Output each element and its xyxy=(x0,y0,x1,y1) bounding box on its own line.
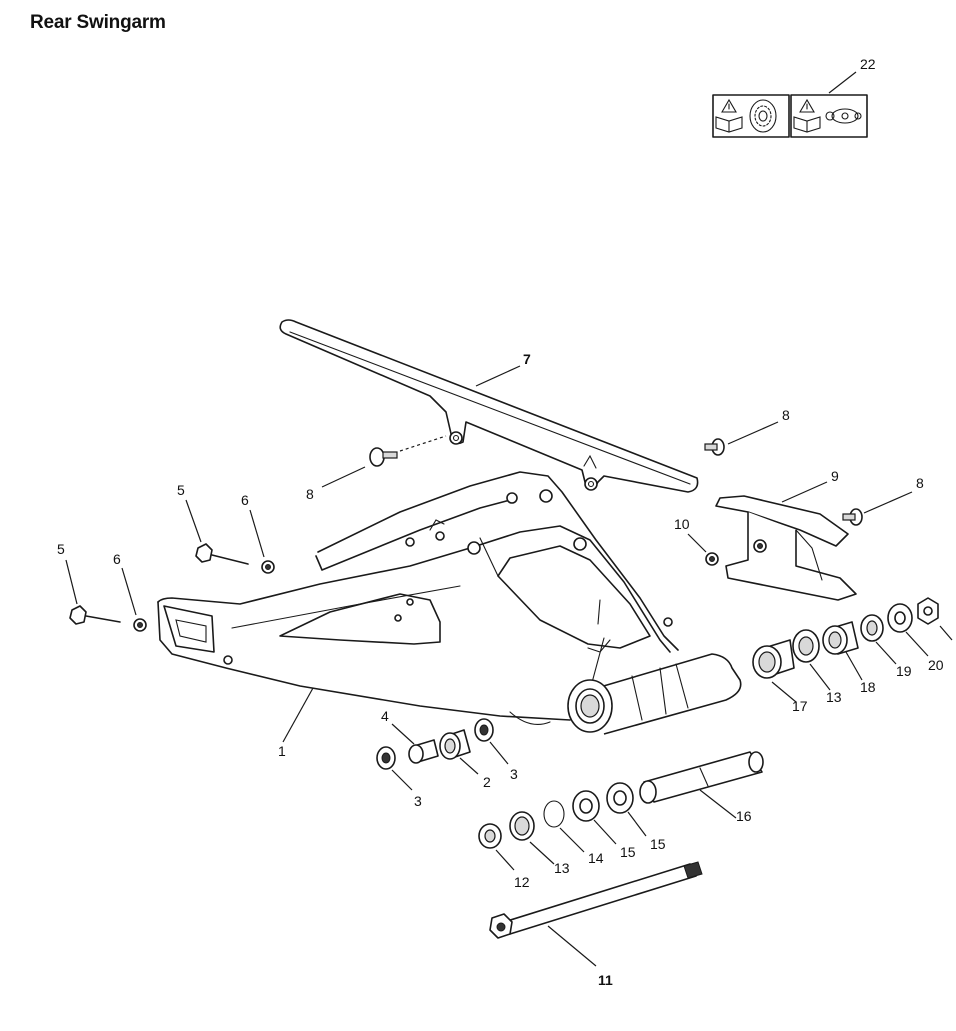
callout-10: 10 xyxy=(674,516,690,532)
seal-part-13-lower xyxy=(509,811,555,865)
seal-part-13-right xyxy=(792,629,831,691)
callout-15-b: 15 xyxy=(650,836,666,852)
warning-label-part-22 xyxy=(712,71,868,138)
pivot-shaft-part-11 xyxy=(489,861,703,967)
bushing-part-18 xyxy=(822,621,863,681)
bolt-part-8-c xyxy=(842,491,913,526)
nut-part-6-lower xyxy=(121,567,147,632)
seal-part-3-upper xyxy=(474,718,509,765)
callout-12: 12 xyxy=(514,874,530,890)
callout-8-middle: 8 xyxy=(782,407,790,423)
bushing-part-17 xyxy=(752,639,797,703)
callout-20: 20 xyxy=(928,657,944,673)
callout-6-upper: 6 xyxy=(241,492,249,508)
chain-slider-part-9 xyxy=(715,481,857,601)
washer-part-20 xyxy=(887,603,929,657)
snap-ring-part-14 xyxy=(543,800,585,853)
callout-3-upper: 3 xyxy=(510,766,518,782)
bushing-part-2 xyxy=(439,729,479,775)
bushing-part-4 xyxy=(391,723,439,764)
bolt-part-8-a xyxy=(321,435,447,488)
bolt-part-5-lower xyxy=(65,559,121,625)
callout-8-left: 8 xyxy=(306,486,314,502)
callout-3-lower: 3 xyxy=(414,793,422,809)
callout-13-right: 13 xyxy=(826,689,842,705)
callout-18: 18 xyxy=(860,679,876,695)
sleeve-part-16 xyxy=(639,751,764,819)
page-title: Rear Swingarm xyxy=(30,12,166,33)
callout-17: 17 xyxy=(792,698,808,714)
callout-13-lower: 13 xyxy=(554,860,570,876)
callout-16: 16 xyxy=(736,808,752,824)
callout-6-lower: 6 xyxy=(113,551,121,567)
callout-4: 4 xyxy=(381,708,389,724)
seal-part-3-lower xyxy=(376,746,413,791)
callout-8-right: 8 xyxy=(916,475,924,491)
swingarm-part-1 xyxy=(157,471,742,743)
callout-2: 2 xyxy=(483,774,491,790)
chain-guard-part-7 xyxy=(279,319,699,493)
seal-part-12 xyxy=(478,823,515,871)
callout-1: 1 xyxy=(278,743,286,759)
callout-5-upper: 5 xyxy=(177,482,185,498)
callout-7: 7 xyxy=(523,351,531,367)
callout-14: 14 xyxy=(588,850,604,866)
nut-part-10 xyxy=(687,533,719,566)
chain-icon xyxy=(825,108,862,124)
nut-part-6-upper xyxy=(249,509,275,574)
callout-19: 19 xyxy=(896,663,912,679)
tire-icon xyxy=(749,99,777,133)
washer-part-15-b xyxy=(606,782,647,837)
callout-9: 9 xyxy=(831,468,839,484)
callout-22: 22 xyxy=(860,56,876,72)
warning-manual-icon xyxy=(793,98,821,133)
nut-part-21 xyxy=(917,597,953,641)
callout-15-a: 15 xyxy=(620,844,636,860)
callout-11: 11 xyxy=(598,972,613,988)
bolt-part-5-upper xyxy=(185,499,249,565)
seal-part-19 xyxy=(860,614,897,665)
callout-labels: 1 2 3 3 4 5 5 6 6 7 8 8 8 9 10 11 12 13 … xyxy=(57,56,944,988)
bolt-part-8-b xyxy=(704,421,779,456)
washer-part-15-a xyxy=(572,790,617,845)
warning-manual-icon xyxy=(715,98,743,133)
callout-5-lower: 5 xyxy=(57,541,65,557)
